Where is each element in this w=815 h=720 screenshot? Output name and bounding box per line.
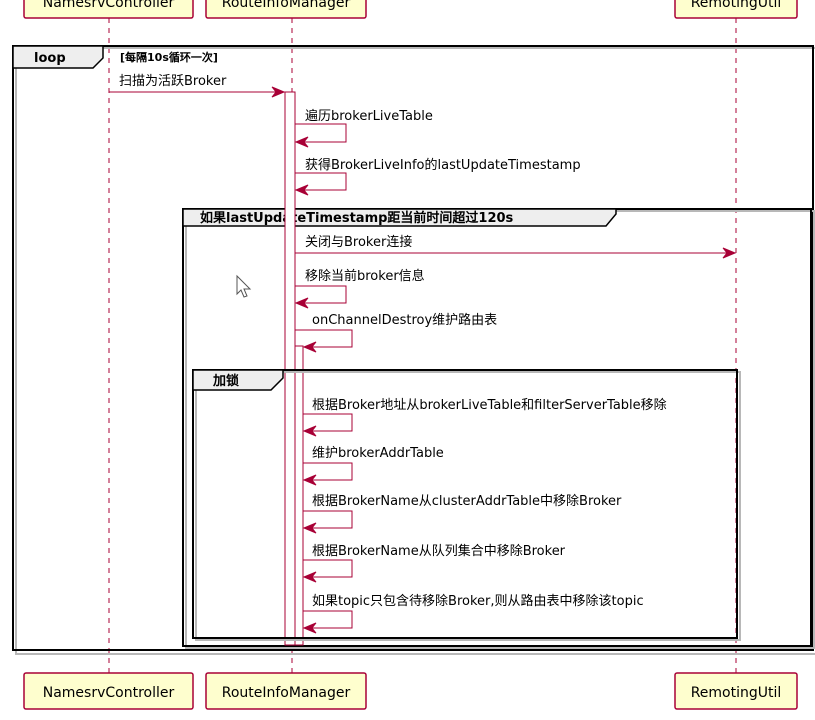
message-close-connection-label: 关闭与Broker连接	[305, 234, 412, 250]
activation-route-outer	[284, 91, 296, 646]
message-remove-by-address: 根据Broker地址从brokerLiveTable和filterServerT…	[302, 398, 667, 437]
message-remove-info-label: 移除当前broker信息	[305, 268, 425, 284]
participant-route-bottom: RouteInfoManager	[205, 672, 367, 710]
participant-remoting-top-label: RemotingUtil	[691, 0, 782, 11]
participant-remoting-top: RemotingUtil	[674, 0, 798, 19]
message-on-channel-destroy-label: onChannelDestroy维护路由表	[312, 312, 497, 328]
activation-route-inner	[294, 345, 304, 646]
lock-group-label: 加锁	[212, 373, 239, 389]
message-remove-from-cluster: 根据BrokerName从clusterAddrTable中移除Broker	[302, 494, 622, 534]
message-maintain-addr-table: 维护brokerAddrTable	[302, 446, 444, 486]
message-close-connection: 关闭与Broker连接	[295, 234, 737, 259]
message-remove-from-cluster-label: 根据BrokerName从clusterAddrTable中移除Broker	[312, 494, 622, 509]
message-get-timestamp-label: 获得BrokerLiveInfo的lastUpdateTimestamp	[305, 157, 581, 173]
message-remove-topic-label: 如果topic只包含待移除Broker,则从路由表中移除该topic	[312, 593, 644, 609]
alt-label: 如果lastUpdateTimestamp距当前时间超过120s	[200, 210, 514, 226]
participant-namesrv-top-label: NamesrvController	[43, 0, 175, 11]
participant-route-bottom-label: RouteInfoManager	[222, 685, 351, 701]
message-remove-from-queue-label: 根据BrokerName从队列集合中移除Broker	[312, 543, 566, 559]
message-traverse-label: 遍历brokerLiveTable	[305, 108, 433, 124]
message-remove-topic: 如果topic只包含待移除Broker,则从路由表中移除该topic	[302, 593, 644, 634]
participant-remoting-bottom: RemotingUtil	[674, 672, 798, 710]
participant-namesrv-top: NamesrvController	[23, 0, 194, 19]
message-on-channel-destroy: onChannelDestroy维护路由表	[295, 312, 497, 353]
message-traverse: 遍历brokerLiveTable	[294, 108, 433, 148]
loop-condition: [每隔10s循环一次]	[120, 50, 218, 64]
loop-frame: loop [每隔10s循环一次]	[12, 45, 815, 655]
message-get-timestamp: 获得BrokerLiveInfo的lastUpdateTimestamp	[294, 157, 581, 196]
participant-namesrv-bottom-label: NamesrvController	[43, 685, 175, 701]
message-remove-by-address-label: 根据Broker地址从brokerLiveTable和filterServerT…	[312, 398, 667, 413]
message-scan: 扫描为活跃Broker	[109, 74, 286, 98]
participant-remoting-bottom-label: RemotingUtil	[691, 685, 782, 701]
cursor-arrow-icon	[236, 274, 252, 298]
participant-namesrv-bottom: NamesrvController	[23, 672, 194, 710]
message-remove-info: 移除当前broker信息	[294, 268, 425, 309]
alt-frame: 如果lastUpdateTimestamp距当前时间超过120s	[182, 208, 815, 649]
loop-keyword: loop	[34, 51, 66, 66]
participant-route-top: RouteInfoManager	[205, 0, 367, 19]
lock-group-frame: 加锁	[192, 369, 741, 641]
message-scan-label: 扫描为活跃Broker	[119, 74, 227, 89]
message-maintain-addr-table-label: 维护brokerAddrTable	[312, 446, 444, 461]
message-remove-from-queue: 根据BrokerName从队列集合中移除Broker	[302, 543, 566, 583]
participant-route-top-label: RouteInfoManager	[222, 0, 351, 11]
